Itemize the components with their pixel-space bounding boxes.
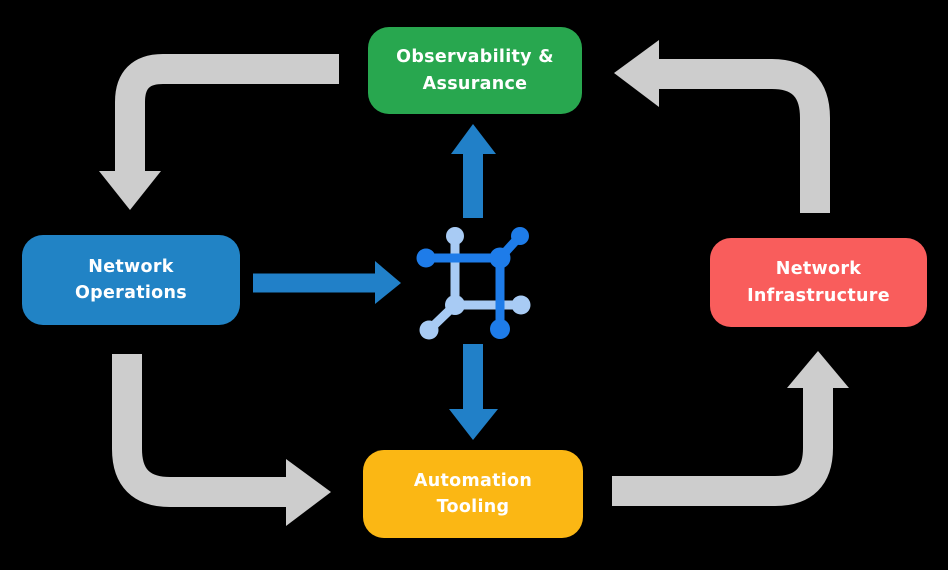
cycle-arrow-operations-to-automation [112, 354, 331, 526]
cycle-arrow-shaft [612, 388, 833, 506]
hub-arrowhead-right-icon [375, 261, 401, 304]
hub-arrowhead-up-icon [451, 124, 496, 154]
hub-arrow-center-to-observability [451, 124, 496, 218]
cycle-arrow-automation-to-infrastructure [612, 351, 849, 506]
node-network-operations: Network Operations [22, 235, 240, 325]
cycle-arrow-shaft [659, 59, 830, 213]
cycle-arrowhead-down-icon [99, 171, 161, 210]
cycle-arrow-observability-to-operations [99, 54, 339, 210]
node-observability-assurance: Observability & Assurance [368, 27, 582, 114]
cycle-arrow-infrastructure-to-observability [614, 40, 830, 213]
cycle-arrow-shaft [112, 354, 287, 507]
hub-arrowhead-down-icon [449, 409, 498, 440]
cycle-arrowhead-right-icon [286, 459, 331, 526]
cycle-arrow-shaft [115, 54, 339, 172]
cycle-arrowhead-up-icon [787, 351, 849, 388]
cycle-arrowhead-left-icon [614, 40, 659, 107]
hub-arrow-operations-to-center [253, 261, 401, 304]
network-fabric-icon [416, 227, 531, 340]
node-network-infrastructure: Network Infrastructure [710, 238, 927, 327]
hub-arrow-center-to-automation [449, 344, 498, 440]
node-automation-tooling: Automation Tooling [363, 450, 583, 538]
network-fabric-icon-dark-part [416, 227, 529, 339]
